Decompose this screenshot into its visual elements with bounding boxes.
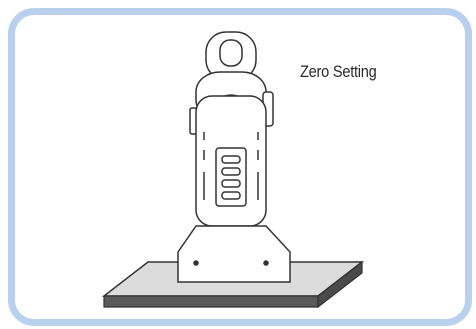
device-foot bbox=[178, 226, 290, 282]
level-bar-4 bbox=[222, 192, 240, 199]
level-bar-3 bbox=[222, 180, 240, 187]
base-plate-front bbox=[104, 296, 318, 307]
foot-screw-right bbox=[264, 261, 268, 265]
level-bar-2 bbox=[222, 168, 240, 175]
caption-label: Zero Setting bbox=[300, 62, 377, 82]
level-bar-1 bbox=[222, 156, 240, 163]
device-ring-hole bbox=[220, 40, 242, 66]
level-device-icon bbox=[178, 32, 290, 282]
foot-screw-left bbox=[194, 261, 198, 265]
